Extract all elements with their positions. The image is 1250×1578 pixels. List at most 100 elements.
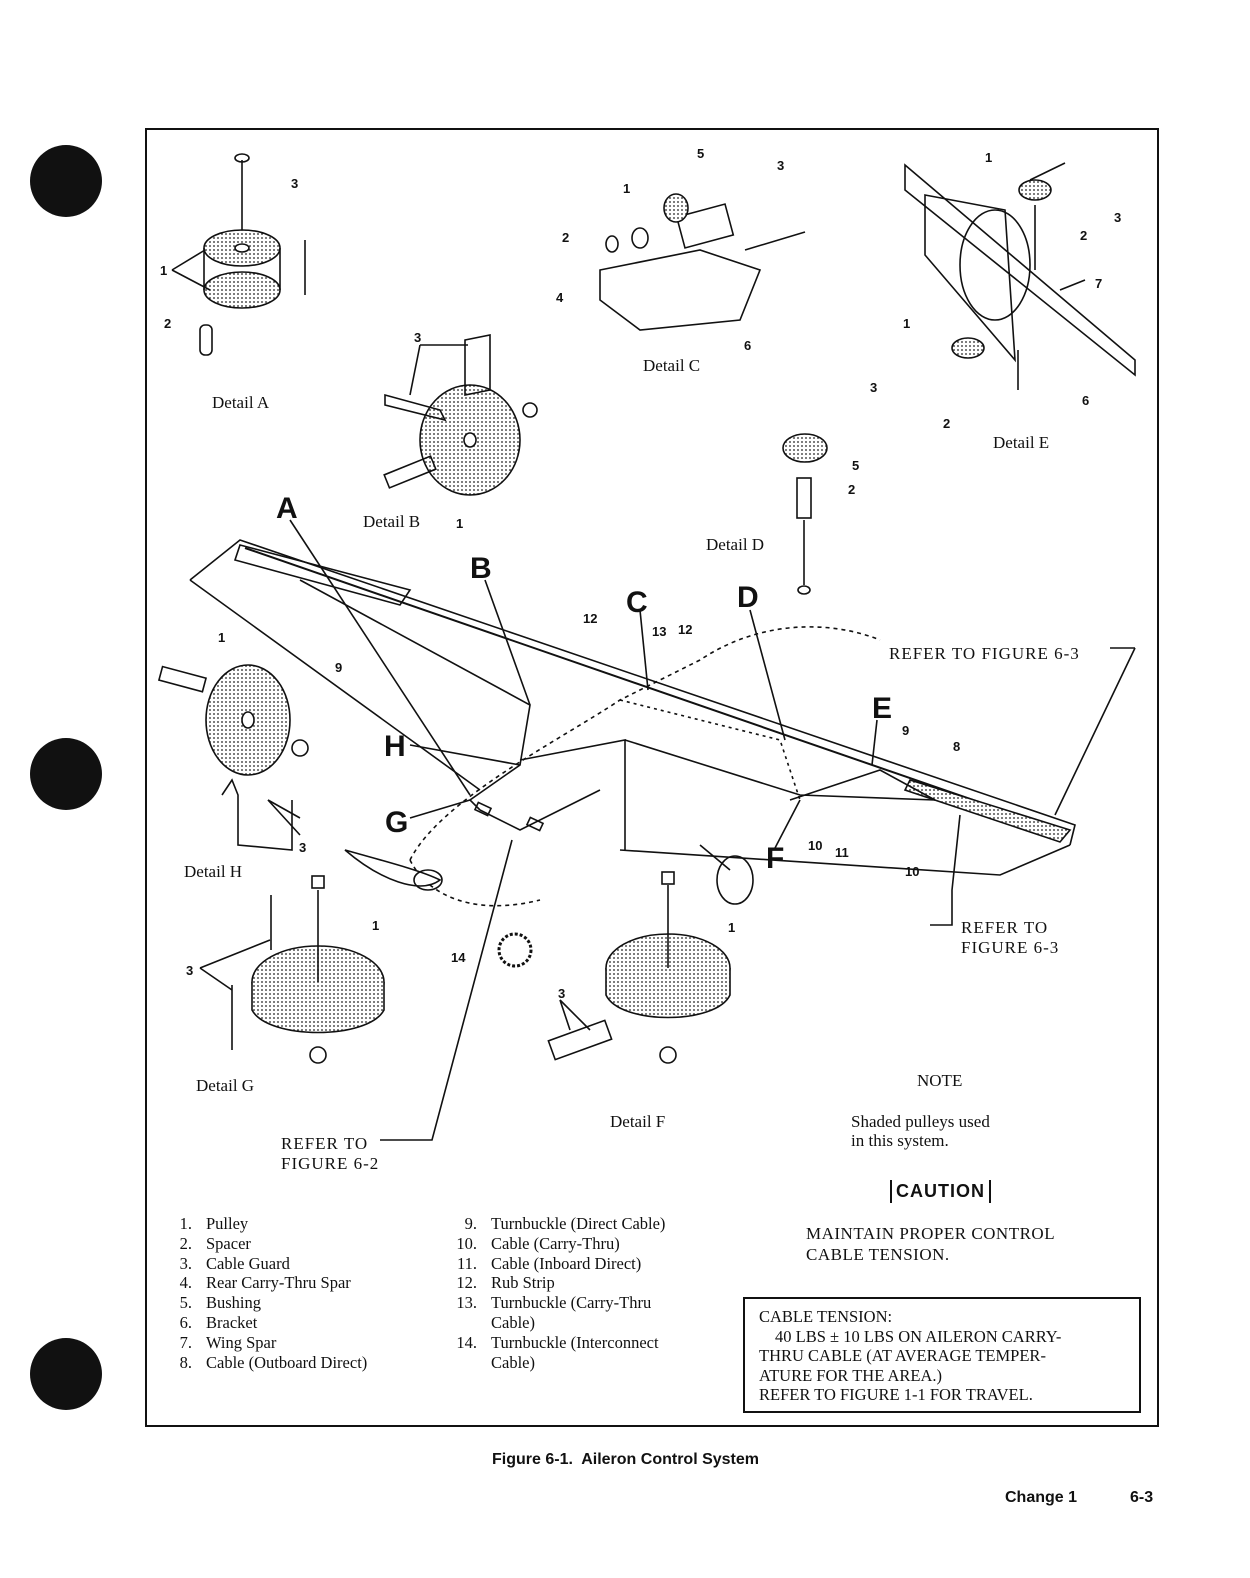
cable-tension-line5: REFER TO FIGURE 1-1 FOR TRAVEL. — [759, 1385, 1033, 1404]
cable-tension-line2: 40 LBS ± 10 LBS ON AILERON CARRY- — [775, 1326, 1062, 1346]
parts-legend-left: 1.Pulley 2.Spacer 3.Cable Guard 4.Rear C… — [170, 1214, 368, 1372]
note-line2: in this system. — [851, 1131, 949, 1150]
svg-text:F: F — [766, 842, 784, 875]
pulley-d — [782, 433, 828, 463]
caution-line2: CABLE TENSION. — [806, 1245, 950, 1264]
footer-page-number: 6-3 — [1130, 1489, 1154, 1506]
cable-interconnect — [479, 789, 601, 831]
svg-text:5: 5 — [852, 458, 859, 473]
legend-item: 2.Spacer — [179, 1233, 251, 1253]
detail-h-label: Detail H — [184, 862, 243, 881]
svg-text:3: 3 — [186, 963, 193, 978]
wing-leading-edge — [189, 539, 1076, 846]
aileron — [903, 779, 1072, 843]
svg-text:13: 13 — [652, 624, 666, 639]
svg-text:2: 2 — [562, 230, 569, 245]
svg-text:C: C — [626, 586, 648, 619]
svg-text:1: 1 — [372, 918, 379, 933]
legend-item: Cable) — [491, 1312, 535, 1332]
svg-text:2: 2 — [943, 416, 950, 431]
svg-text:1: 1 — [456, 516, 463, 531]
footer-change: Change 1 — [1005, 1489, 1078, 1506]
wing-spar-line — [244, 547, 1061, 831]
svg-text:9: 9 — [335, 660, 342, 675]
svg-text:1: 1 — [728, 920, 735, 935]
legend-item: 13.Turnbuckle (Carry-Thru — [456, 1293, 652, 1313]
svg-text:6: 6 — [1082, 393, 1089, 408]
svg-text:1: 1 — [985, 150, 992, 165]
pulley-e-top — [1018, 179, 1052, 201]
refer-figure-6-3-right-line2: FIGURE 6-3 — [961, 938, 1060, 957]
detail-d-label: Detail D — [706, 535, 765, 554]
svg-text:11: 11 — [835, 845, 849, 860]
fuselage-windows — [619, 699, 801, 801]
svg-text:1: 1 — [903, 316, 910, 331]
refer-figure-6-3-right-line1: REFER TO — [961, 918, 1049, 937]
refer-figure-6-2-line2: FIGURE 6-2 — [281, 1154, 380, 1173]
legend-item: 5.Bushing — [179, 1293, 262, 1313]
svg-text:7: 7 — [1095, 276, 1102, 291]
pulley-e-bottom — [951, 337, 985, 359]
legend-item: 8.Cable (Outboard Direct) — [179, 1352, 368, 1372]
svg-text:5: 5 — [697, 146, 704, 161]
svg-text:4: 4 — [556, 290, 564, 305]
pulley-a-bottom — [203, 271, 281, 309]
caution-badge: CAUTION — [890, 1180, 991, 1203]
spar-bracket-c — [599, 249, 762, 331]
refer-figure-6-3-top: REFER TO FIGURE 6-3 — [889, 644, 1080, 663]
binder-hole-middle — [30, 738, 102, 810]
wing-spar-e — [904, 163, 1136, 377]
legend-item: 6.Bracket — [179, 1312, 258, 1332]
svg-text:A: A — [276, 492, 298, 525]
svg-text:3: 3 — [414, 330, 421, 345]
svg-text:14: 14 — [451, 950, 466, 965]
binder-hole-bottom — [30, 1338, 102, 1410]
svg-text:B: B — [470, 552, 492, 585]
svg-text:2: 2 — [164, 316, 171, 331]
propeller — [344, 849, 442, 887]
svg-text:12: 12 — [678, 622, 692, 637]
svg-text:3: 3 — [558, 986, 565, 1001]
refer-figure-6-2-line1: REFER TO — [281, 1134, 369, 1153]
svg-text:3: 3 — [870, 380, 877, 395]
svg-text:3: 3 — [1114, 210, 1121, 225]
svg-text:D: D — [737, 581, 759, 614]
svg-text:3: 3 — [777, 158, 784, 173]
svg-text:10: 10 — [808, 838, 822, 853]
cable-tension-line3: THRU CABLE (AT AVERAGE TEMPER- — [759, 1346, 1046, 1365]
note-title: NOTE — [917, 1071, 963, 1090]
legend-item: 9.Turnbuckle (Direct Cable) — [464, 1214, 666, 1233]
spinner — [413, 869, 443, 891]
nose-wheel — [497, 932, 533, 968]
cable-tension-line4: ATURE FOR THE AREA.) — [759, 1365, 943, 1385]
svg-text:10: 10 — [905, 864, 919, 879]
svg-text:12: 12 — [583, 611, 597, 626]
cable-inboard — [519, 739, 626, 850]
cable-tension-box: CABLE TENSION: 40 LBS ± 10 LBS ON AILERO… — [743, 1297, 1141, 1413]
legend-item: Cable) — [491, 1352, 535, 1372]
figure-frame — [145, 128, 1159, 1427]
figure-caption: Figure 6-1. Aileron Control System — [492, 1451, 760, 1468]
legend-item: 4.Rear Carry-Thru Spar — [179, 1273, 351, 1293]
svg-text:1: 1 — [160, 263, 167, 278]
detail-a-label: Detail A — [212, 393, 270, 412]
legend-item: 10.Cable (Carry-Thru) — [456, 1233, 620, 1253]
legend-item: 3.Cable Guard — [179, 1253, 290, 1273]
svg-text:G: G — [385, 806, 408, 839]
cable-outboard — [299, 579, 531, 811]
legend-item: 14.Turnbuckle (Interconnect — [456, 1332, 659, 1352]
detail-g-label: Detail G — [196, 1076, 255, 1095]
fuselage-lower — [409, 859, 541, 907]
cable-tension-line1: CABLE TENSION: — [759, 1307, 893, 1326]
svg-text:9: 9 — [902, 723, 909, 738]
svg-text:2: 2 — [848, 482, 855, 497]
svg-text:1: 1 — [623, 181, 630, 196]
svg-text:E: E — [872, 692, 892, 725]
svg-text:3: 3 — [299, 840, 306, 855]
legend-item: 12.Rub Strip — [456, 1273, 555, 1293]
parts-legend-right: 9.Turnbuckle (Direct Cable) 10.Cable (Ca… — [442, 1214, 665, 1372]
caution-line1: MAINTAIN PROPER CONTROL — [806, 1224, 1056, 1243]
legend-item: 11.Cable (Inboard Direct) — [456, 1253, 642, 1273]
svg-text:8: 8 — [953, 739, 960, 754]
